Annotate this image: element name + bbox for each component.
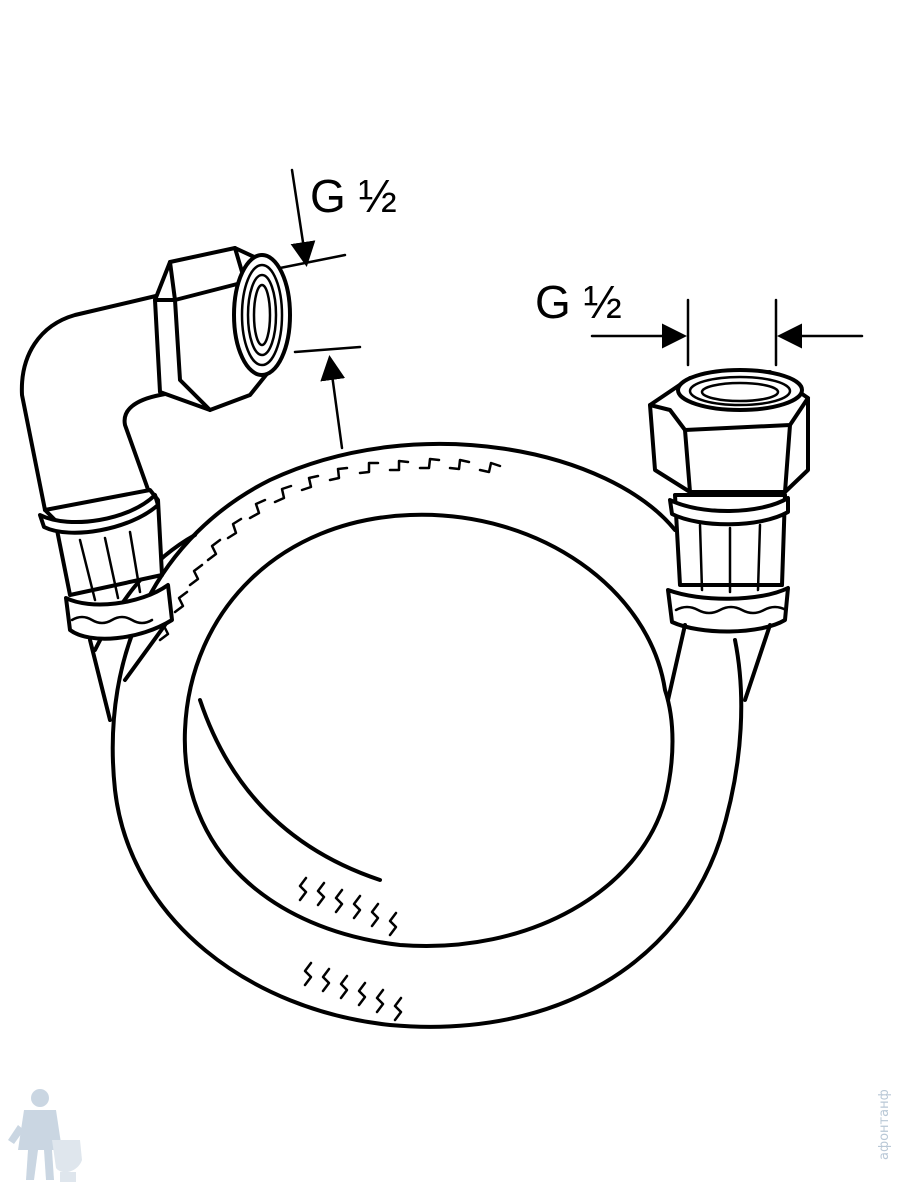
right-dimension: G ½ bbox=[535, 276, 864, 367]
left-dimension-arrow-top bbox=[290, 168, 316, 267]
plumber-mascot-icon bbox=[8, 1089, 82, 1182]
left-dimension-arrow-bottom bbox=[320, 355, 346, 450]
right-straight-fitting bbox=[648, 368, 810, 702]
hose-outer-edge bbox=[110, 441, 744, 1029]
hose-back-strand bbox=[198, 698, 382, 882]
left-dimension-label: G ½ bbox=[310, 170, 397, 222]
hose-inner-edge bbox=[182, 512, 675, 948]
hose-loop bbox=[93, 441, 744, 1029]
braid-pattern-bottom-outer bbox=[303, 961, 403, 1022]
left-crimp-bottom bbox=[64, 583, 174, 641]
watermark-text: афонтанф bbox=[877, 1089, 892, 1160]
right-crimp-bottom bbox=[666, 586, 790, 634]
left-collar-ring bbox=[38, 493, 160, 535]
right-dimension-label: G ½ bbox=[535, 276, 622, 328]
right-collar-ring bbox=[668, 496, 790, 527]
left-elbow-fitting bbox=[19, 246, 292, 722]
elbow-body bbox=[19, 293, 187, 512]
left-thread-opening bbox=[232, 253, 292, 377]
left-dimension: G ½ bbox=[278, 168, 397, 450]
braid-pattern-top bbox=[158, 457, 502, 642]
braid-pattern-bottom-inner bbox=[298, 876, 398, 937]
